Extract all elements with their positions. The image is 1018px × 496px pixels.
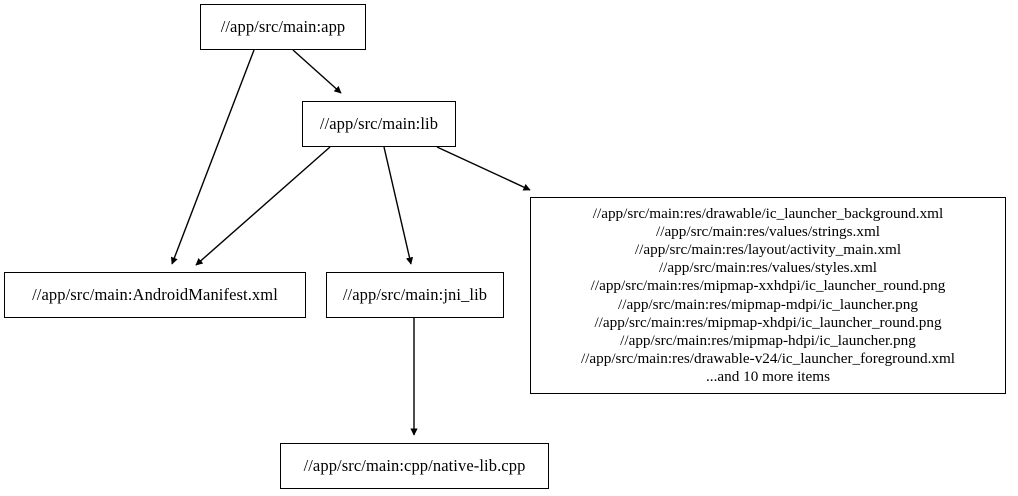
- resource-line: //app/src/main:res/drawable/ic_launcher_…: [592, 205, 944, 223]
- resource-line: //app/src/main:res/mipmap-mdpi/ic_launch…: [618, 295, 918, 313]
- resource-line: //app/src/main:res/mipmap-xxhdpi/ic_laun…: [590, 277, 946, 295]
- edge-app-to-manifest: [170, 49, 255, 265]
- resource-line: //app/src/main:res/drawable-v24/ic_launc…: [580, 349, 956, 367]
- node-app[interactable]: //app/src/main:app: [200, 4, 366, 50]
- resource-line: //app/src/main:res/mipmap-hdpi/ic_launch…: [620, 331, 916, 349]
- resource-line: //app/src/main:res/mipmap-xhdpi/ic_launc…: [594, 313, 942, 331]
- node-jni-lib[interactable]: //app/src/main:jni_lib: [326, 272, 504, 318]
- edge-lib-to-jni-lib: [383, 146, 414, 265]
- resource-line: //app/src/main:res/layout/activity_main.…: [634, 241, 902, 259]
- node-lib[interactable]: //app/src/main:lib: [302, 101, 456, 147]
- node-android-manifest-label: //app/src/main:AndroidManifest.xml: [32, 285, 278, 305]
- node-lib-label: //app/src/main:lib: [319, 114, 439, 134]
- resource-line: //app/src/main:res/values/strings.xml: [656, 223, 880, 241]
- node-android-manifest[interactable]: //app/src/main:AndroidManifest.xml: [4, 272, 306, 318]
- edge-lib-to-resources: [436, 146, 531, 191]
- node-native-lib-cpp-label: //app/src/main:cpp/native-lib.cpp: [303, 456, 526, 476]
- node-jni-lib-label: //app/src/main:jni_lib: [342, 285, 488, 305]
- node-resources[interactable]: //app/src/main:res/drawable/ic_launcher_…: [530, 197, 1006, 394]
- edge-app-to-lib: [292, 49, 342, 94]
- resource-line: //app/src/main:res/values/styles.xml: [658, 259, 878, 277]
- node-app-label: //app/src/main:app: [220, 17, 346, 37]
- resource-line-more-items: ...and 10 more items: [705, 367, 830, 385]
- node-native-lib-cpp[interactable]: //app/src/main:cpp/native-lib.cpp: [280, 443, 549, 489]
- edge-lib-to-manifest: [195, 146, 331, 266]
